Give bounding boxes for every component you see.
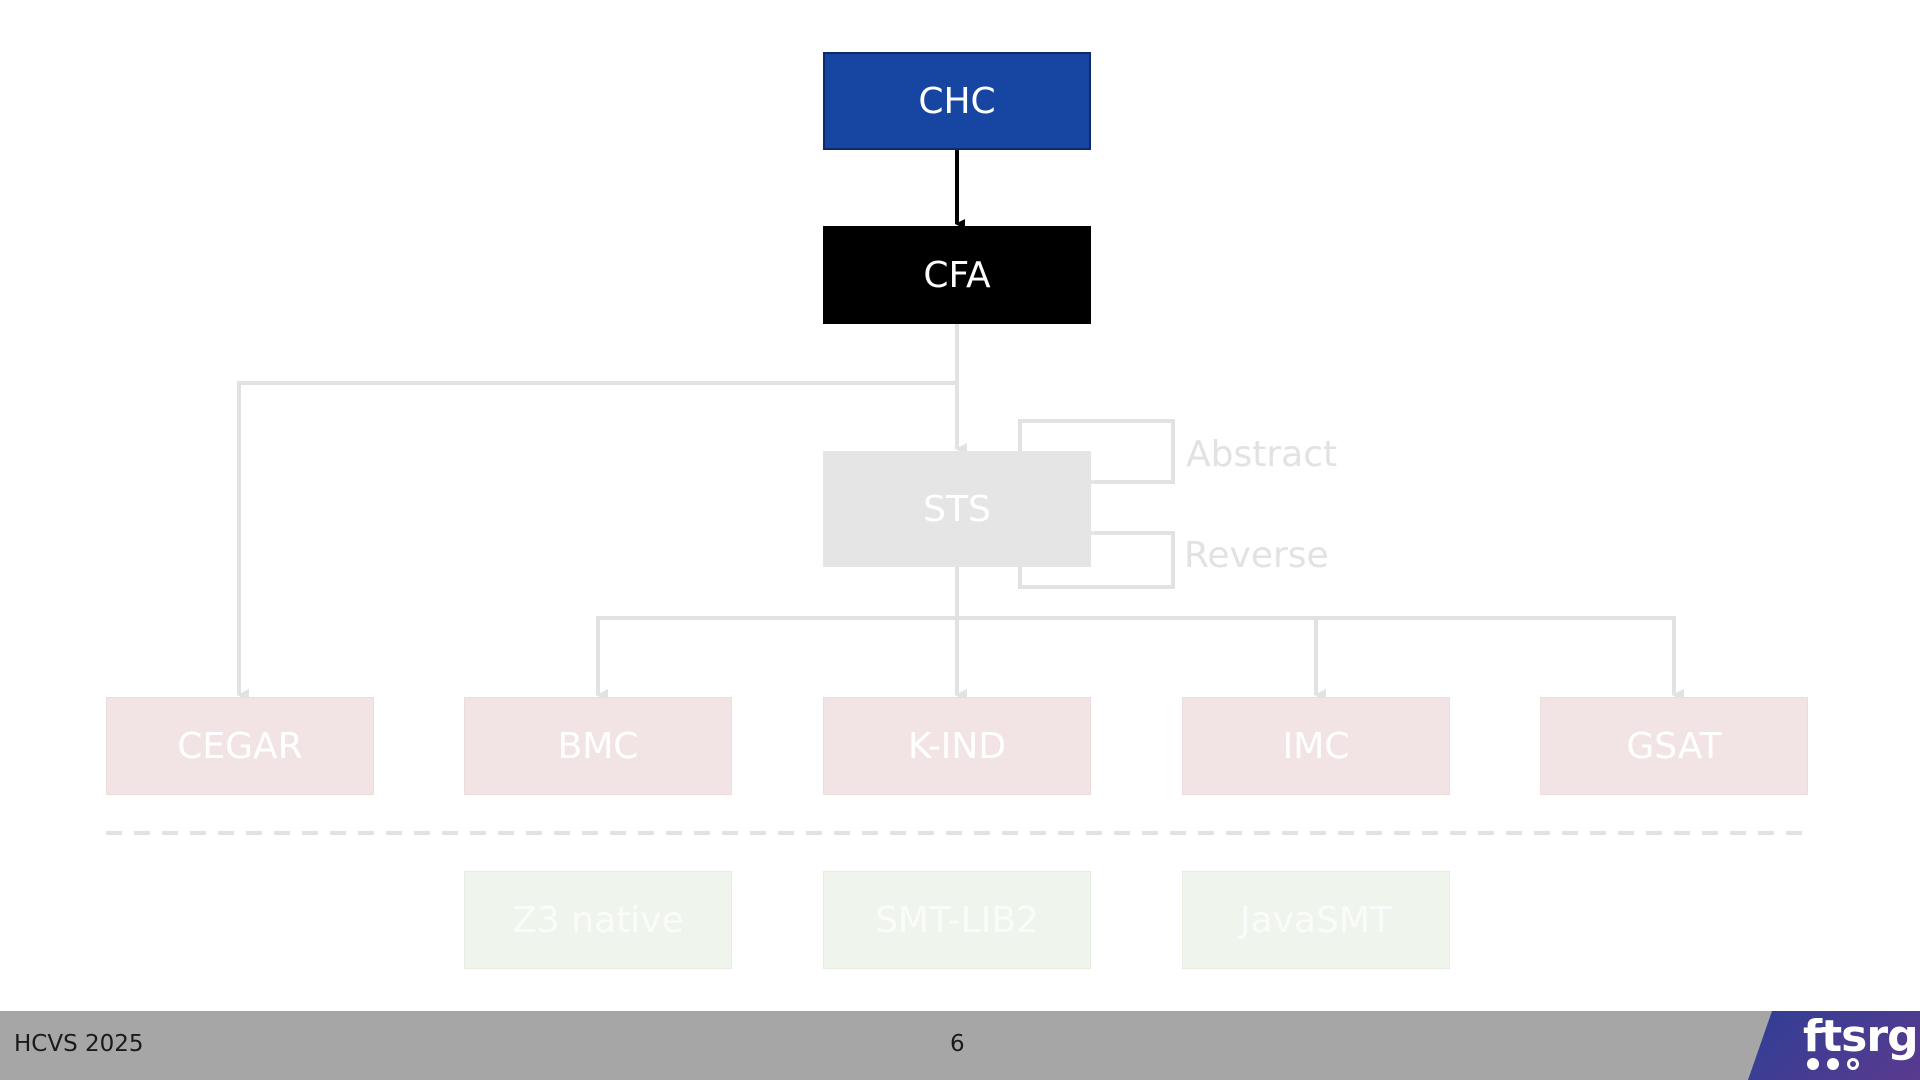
- node-kind: K-IND: [823, 697, 1091, 795]
- loop-label-reverse: Reverse: [1184, 535, 1329, 576]
- ftsrg-logo: ftsrg: [1803, 1011, 1919, 1062]
- node-javasmt: JavaSMT: [1182, 871, 1450, 969]
- node-smt-lib2-label: SMT-LIB2: [875, 899, 1039, 941]
- node-javasmt-label: JavaSMT: [1240, 899, 1392, 941]
- edges-from-sts: [596, 567, 1684, 701]
- node-cegar-label: CEGAR: [177, 725, 303, 767]
- node-cfa: CFA: [823, 226, 1091, 324]
- node-z3-native-label: Z3 native: [512, 899, 684, 941]
- node-imc: IMC: [1182, 697, 1450, 795]
- sts-self-loops: [1018, 419, 1175, 589]
- node-sts-label: STS: [923, 488, 991, 530]
- node-smt-lib2: SMT-LIB2: [823, 871, 1091, 969]
- node-kind-label: K-IND: [907, 725, 1007, 767]
- node-z3-native: Z3 native: [464, 871, 732, 969]
- node-cegar: CEGAR: [106, 697, 374, 795]
- node-chc: CHC: [823, 52, 1091, 150]
- node-gsat-label: GSAT: [1626, 725, 1722, 767]
- footer-page-number: 6: [950, 1031, 965, 1057]
- node-bmc: BMC: [464, 697, 732, 795]
- node-imc-label: IMC: [1282, 725, 1350, 767]
- edges-from-cfa: [237, 324, 967, 701]
- node-gsat: GSAT: [1540, 697, 1808, 795]
- node-sts: STS: [823, 451, 1091, 567]
- diagram-edges: [106, 150, 1808, 835]
- footer-bar: [0, 1011, 1920, 1080]
- node-cfa-label: CFA: [923, 254, 991, 296]
- node-bmc-label: BMC: [557, 725, 639, 767]
- logo-dots-icon: [1807, 1055, 1867, 1074]
- footer-conference: HCVS 2025: [14, 1031, 144, 1057]
- node-chc-label: CHC: [918, 80, 996, 122]
- loop-label-abstract: Abstract: [1186, 434, 1338, 475]
